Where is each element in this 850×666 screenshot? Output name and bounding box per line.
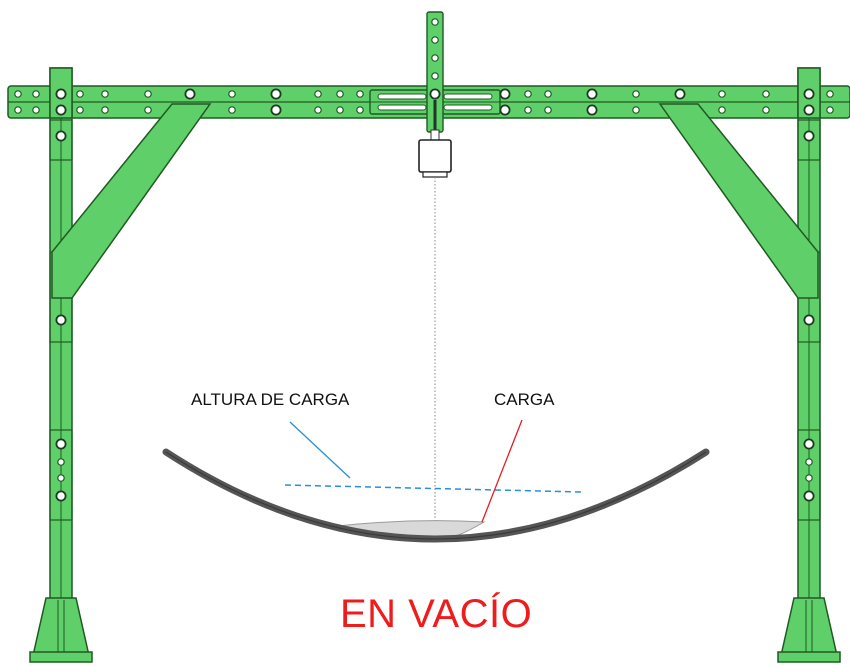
right-base [777, 597, 841, 663]
center-hanger-bar [426, 11, 444, 140]
altura-de-carga-label: ALTURA DE CARGA [191, 390, 350, 409]
left-diagonal-brace [51, 103, 212, 299]
load-cell-icon [418, 129, 452, 178]
left-base [29, 597, 93, 663]
altura-de-carga-leader [289, 421, 351, 479]
left-column [49, 67, 73, 661]
right-column [797, 67, 821, 661]
state-title: EN VACÍO [340, 592, 533, 636]
column-caps [49, 67, 821, 119]
carga-leader [481, 419, 523, 523]
right-diagonal-brace [658, 103, 819, 299]
carga-label: CARGA [494, 390, 555, 409]
load-height-dashed-line [284, 484, 583, 493]
